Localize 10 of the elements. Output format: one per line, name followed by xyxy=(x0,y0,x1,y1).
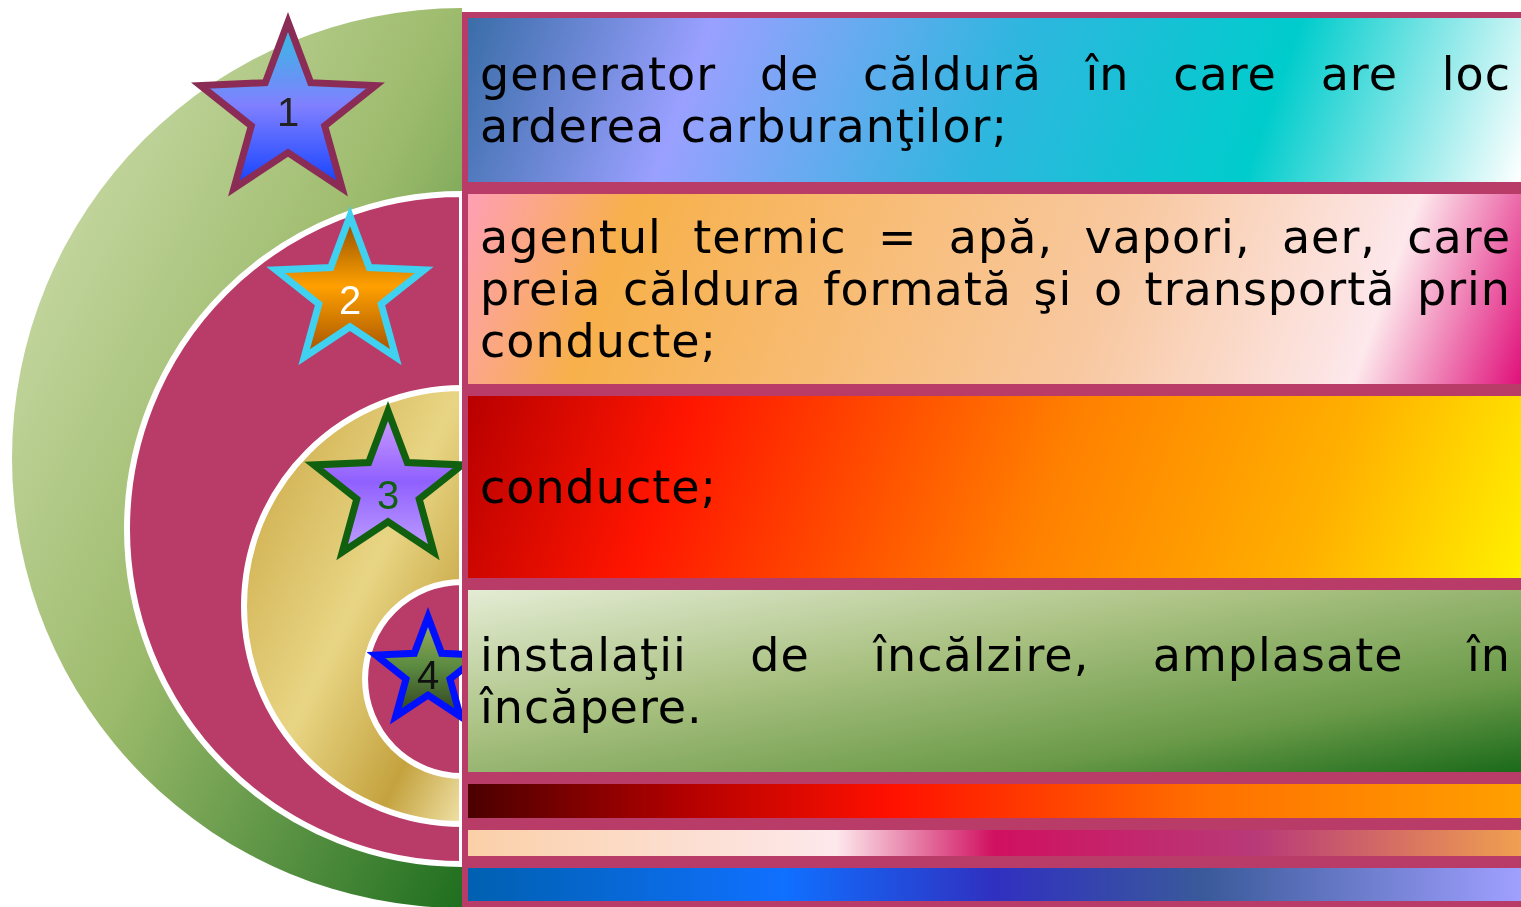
text-band xyxy=(462,12,1521,188)
band-text: instalaţii de încălzire, amplasate în încăpere. xyxy=(478,629,1512,733)
band-text: generator de căldură în care are loc arderea carburanţilor; xyxy=(479,48,1512,152)
step-number: 3 xyxy=(375,472,401,518)
step-number: 1 xyxy=(275,89,301,135)
step-number: 2 xyxy=(337,277,363,323)
step-number: 4 xyxy=(415,652,441,698)
color-bar xyxy=(462,862,1521,907)
band-text: conducte; xyxy=(479,461,719,513)
band-text: agentul termic = apă, vapori, aer, care preia căldura formată şi o transportă prin conducte; xyxy=(479,211,1512,367)
